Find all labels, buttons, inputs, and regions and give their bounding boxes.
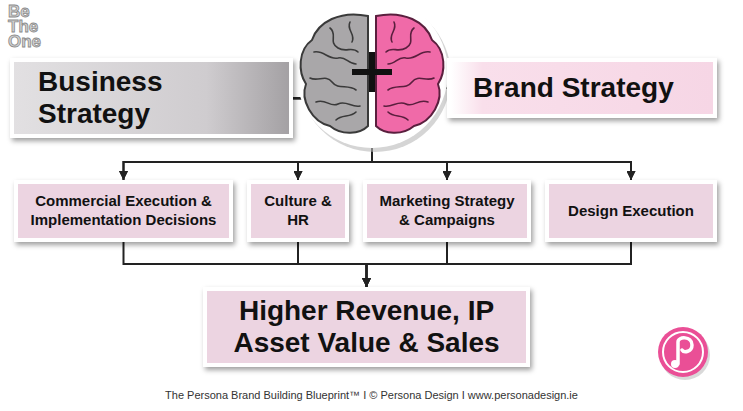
- strategy-box: Business Strategy: [10, 58, 293, 138]
- persona-logo: [658, 327, 710, 380]
- connector-arrow: [298, 242, 367, 287]
- outcome-box: Design Execution: [545, 180, 717, 242]
- box-label: Higher Revenue, IP Asset Value & Sales: [215, 295, 518, 359]
- box-label: Commercial Execution & Implementation De…: [27, 192, 220, 230]
- box-label: Design Execution: [559, 202, 703, 221]
- outcome-box: Marketing Strategy & Campaigns: [363, 180, 531, 242]
- box-label: Brand Strategy: [473, 72, 691, 104]
- caption: The Persona Brand Building Blueprint™ I …: [0, 389, 743, 401]
- outcome-box: Culture & HR: [247, 180, 349, 242]
- result-box: Higher Revenue, IP Asset Value & Sales: [203, 287, 530, 367]
- connector-arrow: [124, 242, 367, 287]
- box-label: Marketing Strategy & Campaigns: [379, 192, 515, 230]
- brain-illustration: [296, 0, 451, 152]
- connector-arrow: [367, 242, 632, 287]
- box-label: Business Strategy: [38, 66, 265, 130]
- logo-text: Be The One: [8, 4, 41, 49]
- strategy-box: Brand Strategy: [447, 58, 717, 118]
- box-label: Culture & HR: [261, 192, 335, 230]
- outcome-box: Commercial Execution & Implementation De…: [14, 180, 233, 242]
